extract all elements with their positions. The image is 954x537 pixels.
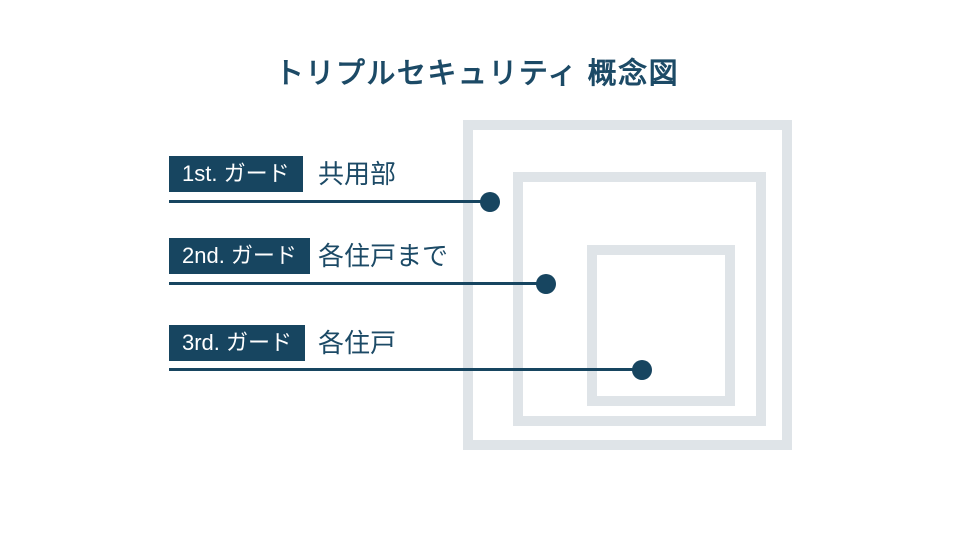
guard-badge-2nd: 2nd. ガード bbox=[169, 238, 310, 274]
guard-label-to-each-unit: 各住戸まで bbox=[318, 241, 449, 271]
leader-dot-2 bbox=[536, 274, 556, 294]
guard-label-common-area: 共用部 bbox=[318, 159, 397, 189]
leader-line-3 bbox=[169, 368, 642, 371]
guard-badge-3rd: 3rd. ガード bbox=[169, 325, 306, 361]
guard-badge-1st: 1st. ガード bbox=[169, 156, 303, 192]
zone-square-each-unit bbox=[587, 245, 735, 406]
leader-dot-3 bbox=[632, 360, 652, 380]
page-title: トリプルセキュリティ 概念図 bbox=[274, 58, 680, 90]
leader-line-2 bbox=[169, 282, 546, 285]
zone-square-to-each-unit bbox=[513, 172, 766, 426]
zone-square-common-area bbox=[463, 120, 792, 450]
leader-dot-1 bbox=[480, 192, 500, 212]
guard-label-each-unit: 各住戸 bbox=[318, 328, 397, 358]
leader-line-1 bbox=[169, 200, 490, 203]
